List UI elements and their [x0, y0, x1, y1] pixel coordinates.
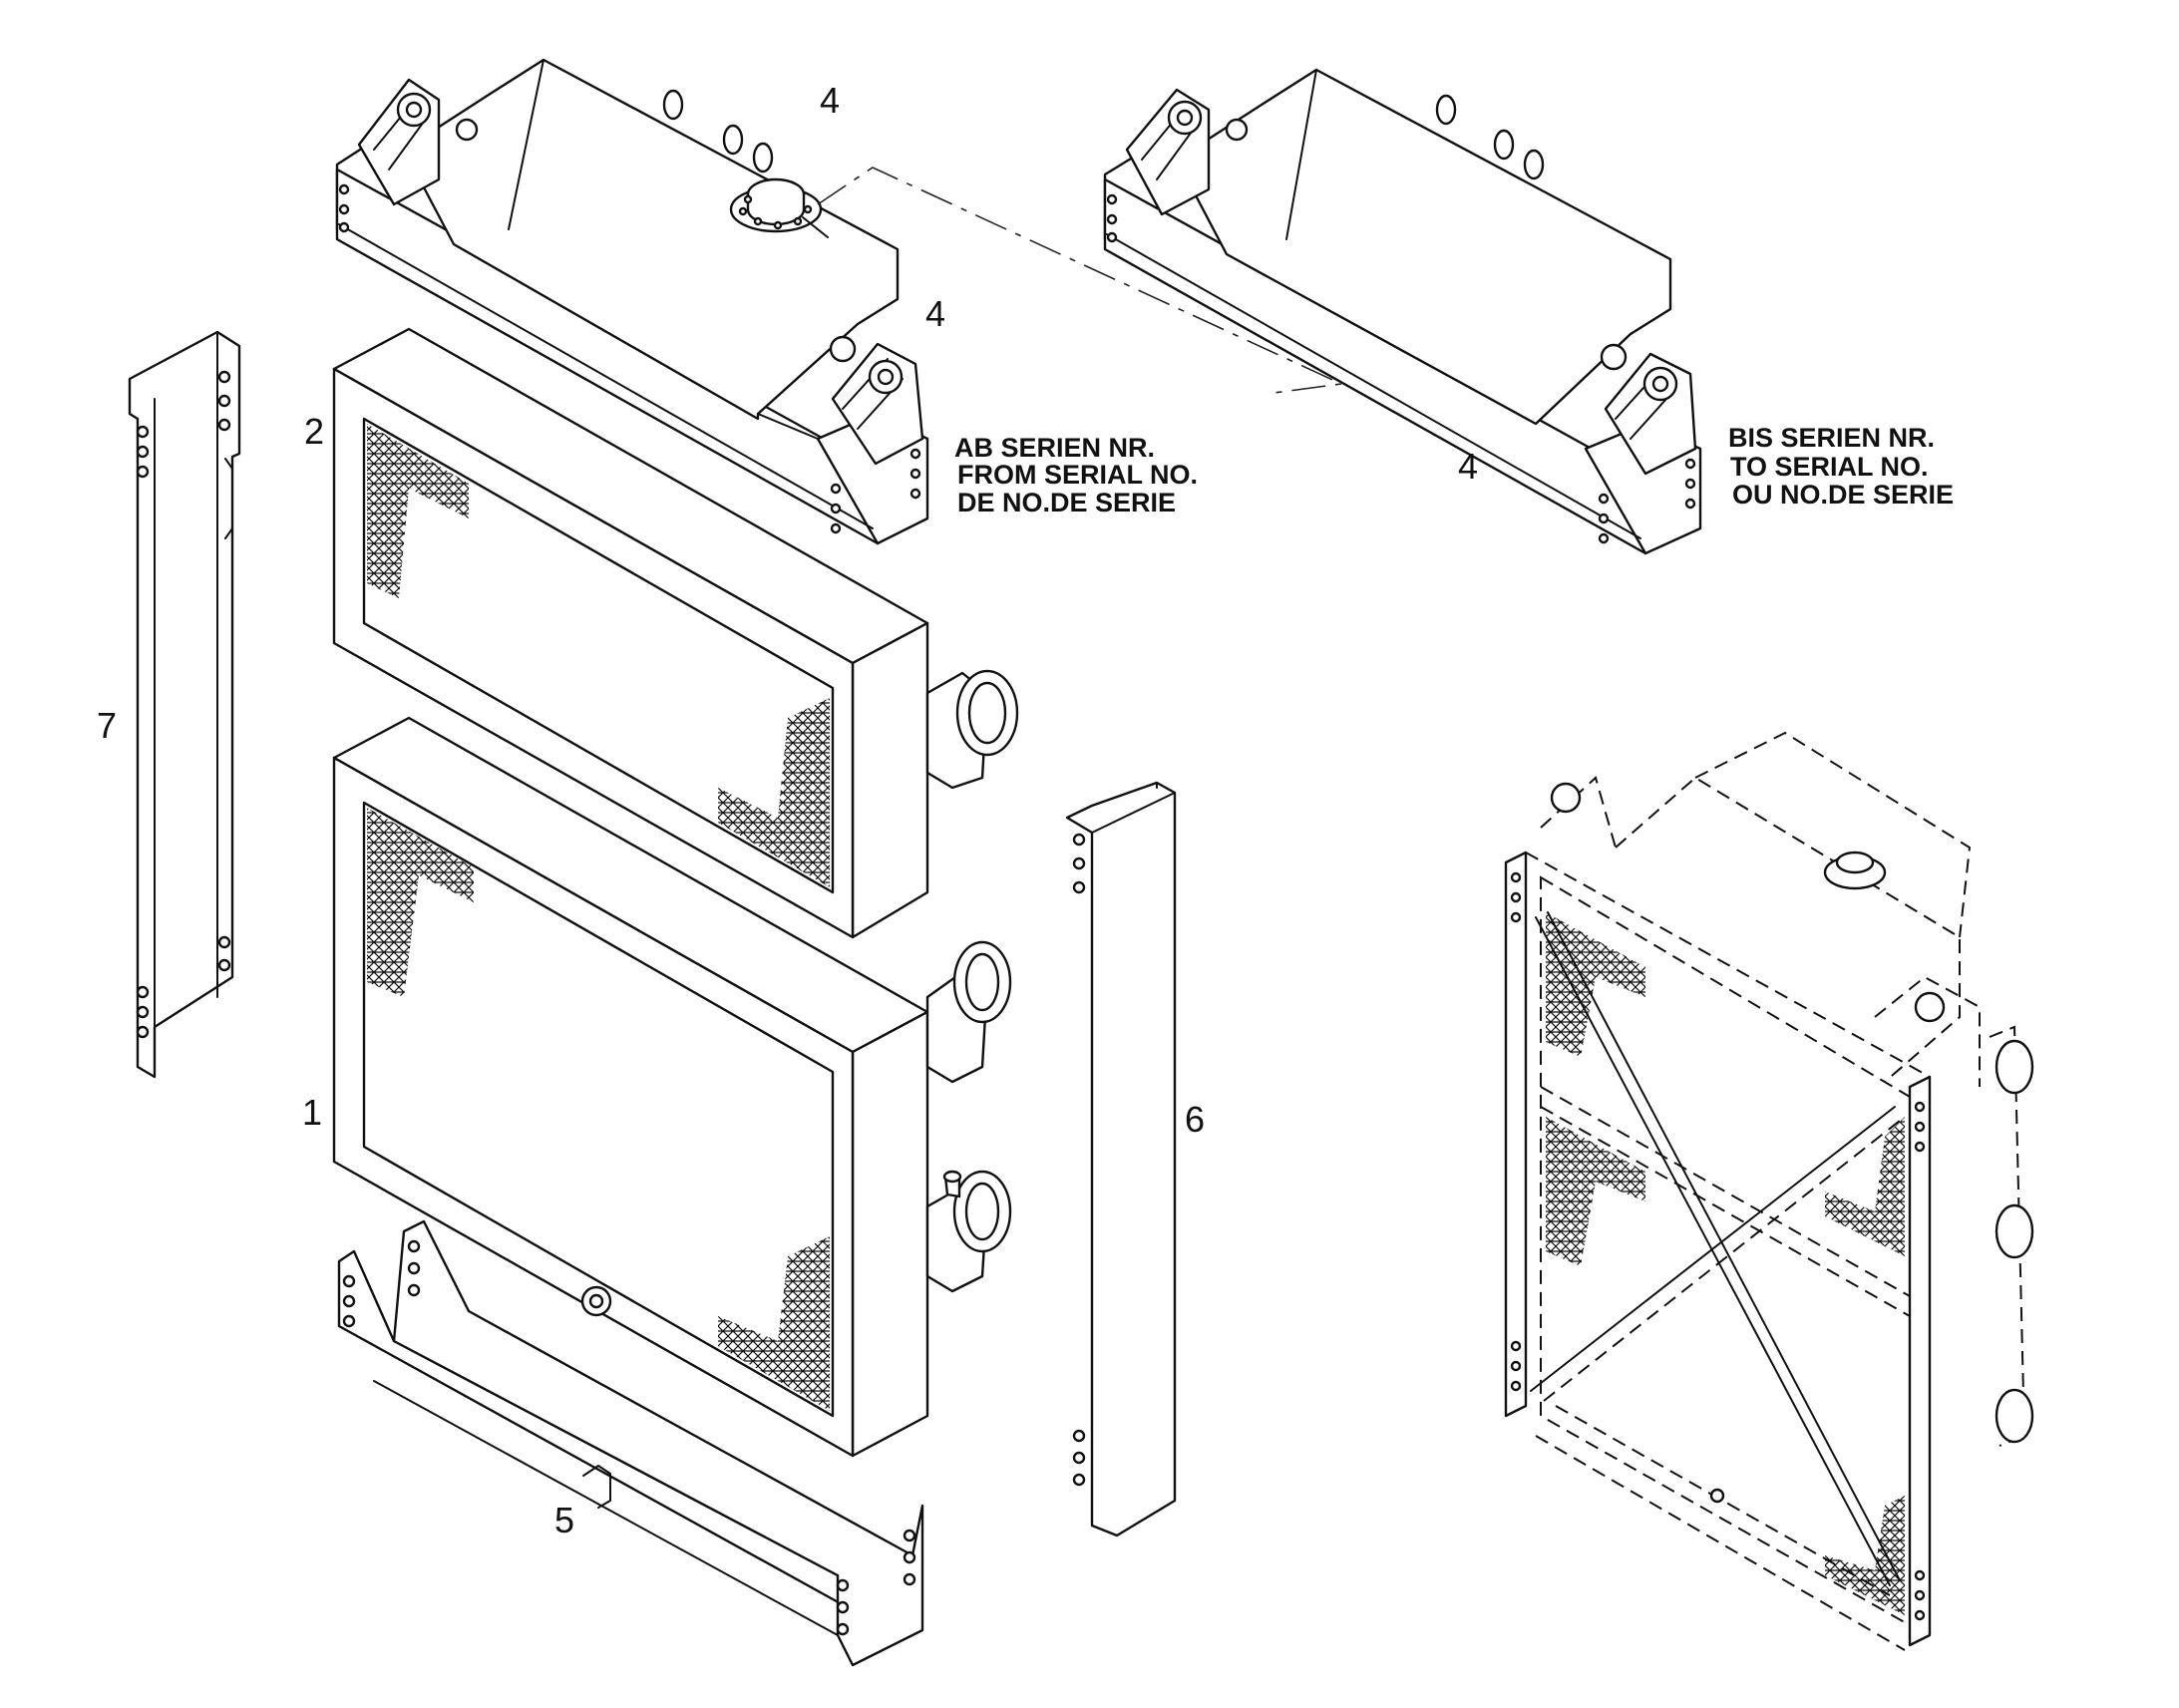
callout-4-tank-rail: 4	[1458, 446, 1478, 487]
callout-6: 6	[1185, 1099, 1205, 1140]
radiator-core-main-part-1[interactable]	[332, 716, 1012, 1458]
main-core-lower-pipe	[925, 1170, 1012, 1293]
upper-core-mesh-right	[718, 698, 830, 887]
upper-core-mesh-left	[367, 424, 469, 598]
from-serial-line-3: DE NO.DE SERIE	[957, 488, 1176, 517]
bracket-5-holes	[342, 1239, 916, 1636]
main-core-mesh-right	[718, 1236, 830, 1411]
side-rail-left-part-7[interactable]	[128, 330, 241, 1079]
from-serial-line-1: AB SERIEN NR.	[954, 433, 1155, 463]
earlier-tank-mount-right	[1600, 343, 1697, 476]
callout-5: 5	[554, 1500, 574, 1540]
expansion-tank-earlier-version[interactable]	[1103, 68, 1702, 555]
upper-core-outlet-pipe	[925, 669, 1019, 790]
callout-2: 2	[304, 411, 324, 452]
side-rail-right-part-6[interactable]	[1065, 781, 1177, 1537]
tank-side-holes	[338, 183, 921, 534]
tank-mount-right	[829, 335, 924, 466]
to-serial-line-3: OU NO.DE SERIE	[1732, 480, 1954, 510]
earlier-tank-holes	[1106, 193, 1696, 544]
version-leader-line	[817, 167, 1344, 395]
main-core-drain-plug	[580, 1285, 612, 1317]
to-serial-line-2: TO SERIAL NO.	[1730, 452, 1929, 482]
assembled-holes	[1510, 871, 1926, 1621]
main-core-upper-pipe	[925, 940, 1012, 1084]
assembled-radiator-view	[1504, 731, 2034, 1651]
bottom-bracket-part-5[interactable]	[337, 1219, 924, 1667]
earlier-tank-outlet-stubs	[1435, 94, 1545, 180]
radiator-core-upper-part-2[interactable]	[332, 327, 1019, 939]
filler-cap-icon[interactable]	[729, 177, 829, 238]
tank-outlet-stubs	[662, 89, 774, 173]
rail-7-holes	[136, 370, 231, 1039]
earlier-tank-mount-left	[1125, 88, 1249, 216]
tank-mount-left	[357, 78, 479, 206]
from-serial-line-2: FROM SERIAL NO.	[957, 460, 1198, 490]
expansion-tank-part-4[interactable]	[335, 58, 929, 545]
from-serial-note: AB SERIEN NR. FROM SERIAL NO. DE NO.DE S…	[954, 433, 1198, 517]
main-core-mesh-left	[367, 808, 474, 997]
to-serial-line-1: BIS SERIEN NR.	[1728, 423, 1935, 453]
callout-7: 7	[97, 705, 117, 746]
callout-4-filler-cap: 4	[820, 80, 840, 121]
callout-1: 1	[302, 1092, 322, 1133]
to-serial-note: BIS SERIEN NR. TO SERIAL NO. OU NO.DE SE…	[1728, 423, 1954, 510]
rail-6-holes	[1072, 833, 1086, 1487]
callout-4-tank-bracket: 4	[925, 293, 945, 334]
